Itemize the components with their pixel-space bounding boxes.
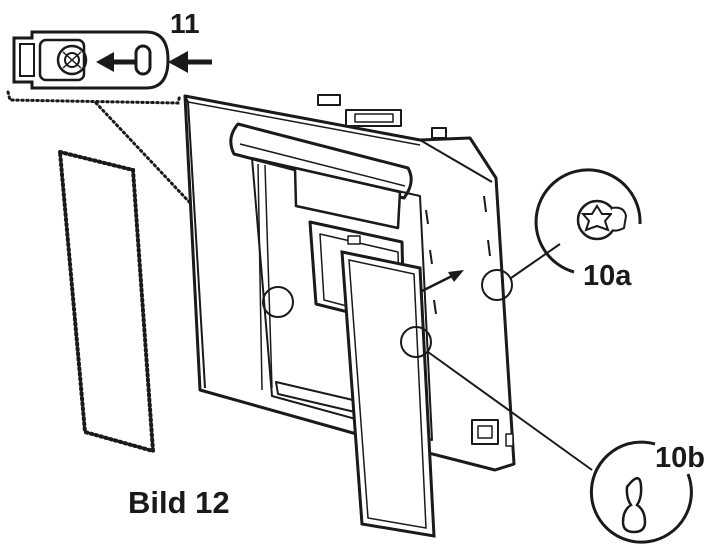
keyhole-slot-icon [621, 477, 647, 534]
part-label-10b: 10b [655, 442, 705, 474]
clip-icon [12, 30, 170, 90]
part-label-10a: 10a [583, 260, 632, 292]
locator-circle [400, 326, 432, 358]
torx-screw-icon [576, 199, 628, 241]
detail-10a [534, 168, 642, 274]
part-label-11: 11 [170, 8, 200, 39]
detail-10b [589, 440, 693, 544]
back-panel [340, 250, 436, 538]
removed-panel-outline [57, 149, 156, 454]
arrow-left-icon [168, 51, 212, 73]
figure-caption: Bild 12 [128, 485, 230, 520]
locator-circle [481, 269, 513, 301]
handle-bar [229, 122, 413, 200]
clip-detail [6, 30, 276, 294]
locator-circle [262, 286, 294, 318]
arrow-left-icon [96, 52, 136, 72]
